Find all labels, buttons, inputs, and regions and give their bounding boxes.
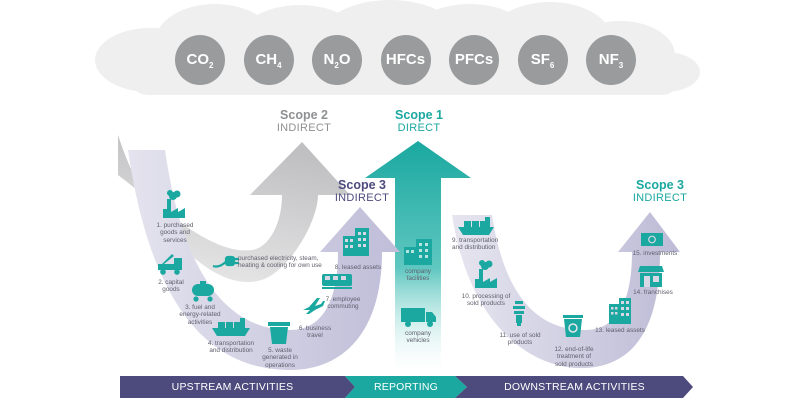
airplane-icon [303, 298, 325, 314]
gas-subscript: 2 [334, 61, 339, 70]
scope1-heading: Scope 1 [395, 108, 443, 122]
downstream-label-11: 11. use of sold products [499, 332, 541, 347]
upstream-label-3: 3. fuel and energy-related activities [179, 304, 221, 326]
upstream-activities-label: UPSTREAM ACTIVITIES [171, 381, 294, 393]
upstream-label-2: 2. capital goods [158, 279, 184, 294]
downstream-label-14: 14. franchises [633, 289, 673, 296]
upstream-label-6: 6. business travel [298, 325, 332, 340]
scope3-downstream-subheading: INDIRECT [632, 192, 688, 204]
ship-icon [458, 217, 494, 235]
company-building-icon [404, 239, 432, 265]
gas-formula: CO [186, 51, 210, 68]
crane-truck-icon [158, 254, 182, 275]
upstream-label-7: 7. employee commuting [325, 296, 361, 311]
gas-bubble: PFCs [449, 35, 499, 85]
gas-bubble: HFCs [380, 35, 431, 85]
waste-bin-icon [268, 322, 290, 344]
gas-formula: CH [255, 51, 278, 68]
scope1-title: Scope 1 DIRECT [379, 108, 459, 134]
downstream-label-13: 13. leased assets [595, 327, 645, 334]
downstream-label-10: 10. processing of sold products [461, 293, 511, 308]
factory-icon [163, 190, 185, 218]
scope2-arrow [118, 135, 350, 283]
light-bulb-icon [513, 301, 525, 326]
gas-subscript: 2 [209, 61, 214, 70]
gas-formula: HFCs [385, 51, 426, 68]
train-icon [322, 274, 352, 289]
fuel-tank-icon [192, 281, 214, 302]
scope3-downstream-title: Scope 3 INDIRECT [620, 178, 700, 204]
storefront-icon [638, 266, 664, 287]
downstream-arrow [452, 212, 680, 369]
ship-icon [212, 318, 250, 336]
company-label-vehicles: company vehicles [405, 330, 431, 345]
plug-icon [212, 255, 239, 268]
money-icon [641, 233, 663, 246]
upstream-label-4: 4. transportation and distribution [207, 340, 255, 355]
downstream-label-15: 15. investments [632, 250, 678, 257]
scope2-title: Scope 2 INDIRECT [264, 108, 344, 134]
activity-bar [120, 376, 693, 398]
scope3-downstream-heading: Scope 3 [636, 178, 684, 192]
company-label-facilities: company facilities [405, 268, 431, 283]
gas-bubble: CO2 [175, 35, 225, 85]
gas-bubble: CH4 [243, 35, 294, 85]
scope3-upstream-heading: Scope 3 [338, 178, 386, 192]
gas-bubble: SF6 [517, 35, 568, 85]
gas-subscript: 4 [277, 61, 282, 70]
recycle-bin-icon [563, 315, 583, 337]
upstream-bar [120, 376, 355, 398]
scope2-item-label: purchased electricity, steam, heating & … [238, 255, 322, 270]
scope3-upstream-title: Scope 3 INDIRECT [322, 178, 402, 204]
scope2-heading: Scope 2 [280, 108, 328, 122]
upstream-arrow [128, 150, 400, 370]
gas-formula-tail: O [338, 51, 351, 68]
upstream-label-8: 8. leased assets [334, 264, 382, 271]
gas-bubble: NF3 [586, 35, 636, 85]
reporting-bar [345, 376, 467, 398]
upstream-label-1: 1. purchased goods and services [156, 222, 194, 244]
downstream-label-9: 9. transportation and distribution [452, 237, 499, 252]
gas-formula: PFCs [454, 51, 494, 68]
building-icon [343, 228, 369, 256]
reporting-company-label: REPORTING COMPANY [373, 381, 439, 415]
downstream-activities-label: DOWNSTREAM ACTIVITIES [504, 381, 645, 393]
factory-icon [475, 260, 497, 288]
downstream-bar [455, 376, 693, 398]
upstream-label-5: 5. waste generated in operations [262, 347, 298, 369]
scope2-subheading: INDIRECT [276, 122, 332, 134]
scope3-upstream-subheading: INDIRECT [334, 192, 390, 204]
gas-subscript: 3 [618, 61, 624, 70]
building-icon [609, 298, 631, 324]
downstream-label-12: 12. end-of-life treatment of sold produc… [554, 346, 594, 368]
gas-formula: SF [530, 51, 550, 68]
gas-formula: NF [598, 51, 619, 68]
gas-formula: N [323, 51, 335, 68]
company-truck-icon [401, 308, 436, 327]
gas-subscript: 6 [549, 61, 555, 70]
gas-bubble: N2O [312, 35, 362, 85]
scope1-subheading: DIRECT [397, 122, 441, 134]
